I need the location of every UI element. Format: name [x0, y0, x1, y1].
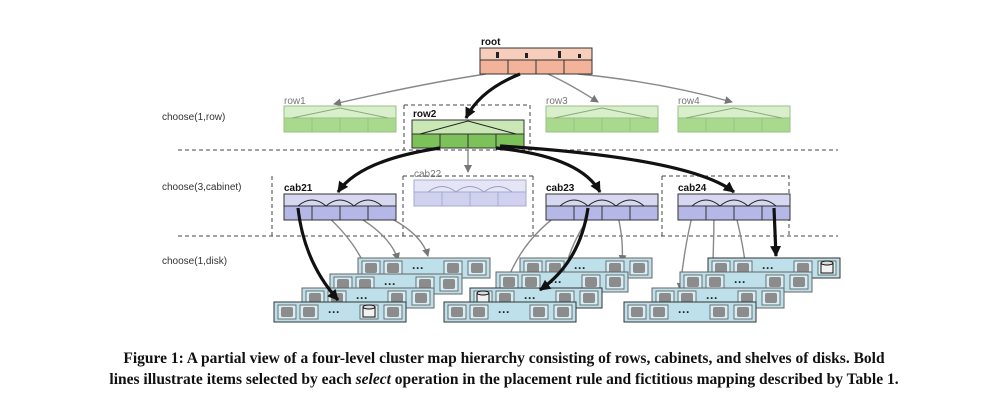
cab22-label: cab22 — [414, 169, 442, 180]
disk-icon — [387, 307, 399, 317]
disk-icon — [443, 279, 455, 289]
disk-shelves: ···································· — [273, 257, 841, 323]
disk-icon — [797, 263, 809, 273]
selection-box-row2 — [404, 104, 531, 150]
row4-label: row4 — [678, 96, 700, 107]
edge-root-row3 — [547, 73, 599, 103]
disk-icon — [281, 307, 293, 317]
edge-root-row4 — [577, 73, 733, 104]
caption-line-2: lines illustrate items selected by each … — [0, 369, 1008, 390]
disk-icon — [527, 263, 539, 273]
disk-icon — [451, 307, 463, 317]
disk-icon — [499, 293, 511, 303]
disk-shelf: ··· — [357, 257, 491, 279]
disk-icon — [765, 293, 777, 303]
node-row4: row4 — [677, 96, 791, 133]
disk-shelf: ··· — [273, 301, 407, 323]
disk-icon — [609, 263, 621, 273]
disk-icon — [653, 307, 665, 317]
caption-line-1: Figure 1: A partial view of a four-level… — [123, 350, 885, 367]
disk-icon — [365, 263, 377, 273]
node-row3: row3 — [545, 96, 659, 133]
cab24-label: cab24 — [678, 183, 707, 194]
node-cab21: cab21 — [283, 183, 397, 221]
shelf-ellipsis: ··· — [412, 261, 424, 275]
disk-icon — [549, 263, 561, 273]
caption-select-emphasis: select — [355, 371, 391, 388]
node-row2: row2 — [411, 109, 525, 149]
figure-caption: Figure 1: A partial view of a four-level… — [0, 348, 1008, 390]
row1-label: row1 — [284, 96, 306, 107]
node-root: root — [479, 37, 593, 75]
disk-icon — [583, 293, 595, 303]
disk-icon — [337, 279, 349, 289]
disk-icon — [609, 277, 621, 287]
step-label-cabinet: choose(3,cabinet) — [162, 182, 242, 193]
disk-icon — [633, 263, 645, 273]
cab21-label: cab21 — [284, 183, 313, 194]
disk-icon — [713, 307, 725, 317]
node-cab24: cab24 — [677, 183, 791, 221]
shelf-ellipsis: ··· — [328, 305, 340, 319]
disk-icon — [557, 307, 569, 317]
step-label-row: choose(1,row) — [162, 112, 225, 123]
disk-icon — [419, 279, 431, 289]
disk-shelf: ··· — [623, 301, 757, 323]
row3-label: row3 — [546, 96, 568, 107]
edge-cab23-disk — [539, 207, 590, 292]
disk-icon — [709, 277, 721, 287]
edge-row2-cab23 — [495, 146, 602, 193]
disk-shelf: ··· — [443, 301, 577, 323]
disk-icon — [391, 293, 403, 303]
disk-icon — [737, 263, 749, 273]
selected-disk-top — [820, 260, 834, 266]
root-label: root — [481, 37, 501, 48]
shelf-ellipsis: ··· — [678, 305, 690, 319]
disk-icon — [359, 279, 371, 289]
edge-root-row2 — [464, 72, 521, 119]
shelf-ellipsis: ··· — [734, 275, 746, 289]
shelf-ellipsis: ··· — [498, 305, 510, 319]
disk-icon — [585, 277, 597, 287]
disk-shelf: ··· — [495, 271, 629, 293]
edge-root-row1 — [333, 73, 487, 107]
disk-icon — [387, 263, 399, 273]
disk-icon — [415, 293, 427, 303]
disk-icon — [741, 293, 753, 303]
disk-icon — [715, 263, 727, 273]
node-row1: row1 — [283, 96, 397, 133]
node-cab23: cab23 — [545, 183, 659, 221]
row2-label: row2 — [413, 109, 437, 120]
disk-icon — [471, 263, 483, 273]
caption-line-2-start: lines illustrate items selected by each — [109, 371, 356, 388]
edge-cab24-disk — [770, 207, 782, 257]
disk-shelf: ··· — [679, 271, 813, 293]
bold-edges — [296, 72, 782, 302]
selected-disk-top — [476, 290, 490, 296]
node-cab22: cab22 — [413, 169, 527, 207]
disk-icon — [533, 307, 545, 317]
disk-icon — [631, 307, 643, 317]
disk-icon — [681, 293, 693, 303]
disk-icon — [659, 293, 671, 303]
selected-disk-top — [362, 304, 376, 310]
cluster-map-diagram: choose(1,row) choose(3,cabinet) choose(1… — [162, 37, 841, 323]
edge-cab21-disk — [296, 207, 340, 302]
disk-icon — [559, 293, 571, 303]
step-label-disk: choose(1,disk) — [162, 256, 227, 267]
disk-icon — [737, 307, 749, 317]
disk-icon — [503, 277, 515, 287]
disk-icon — [303, 307, 315, 317]
disk-icon — [769, 277, 781, 287]
caption-line-2-end: operation in the placement rule and fict… — [390, 371, 899, 388]
disk-icon — [473, 307, 485, 317]
disk-icon — [525, 277, 537, 287]
cab23-label: cab23 — [546, 183, 575, 194]
edge-row2-cab24 — [499, 144, 735, 194]
disk-icon — [793, 277, 805, 287]
edge-row2-cab21 — [336, 146, 441, 193]
disk-icon — [309, 293, 321, 303]
disk-icon — [447, 263, 459, 273]
disk-icon — [687, 277, 699, 287]
